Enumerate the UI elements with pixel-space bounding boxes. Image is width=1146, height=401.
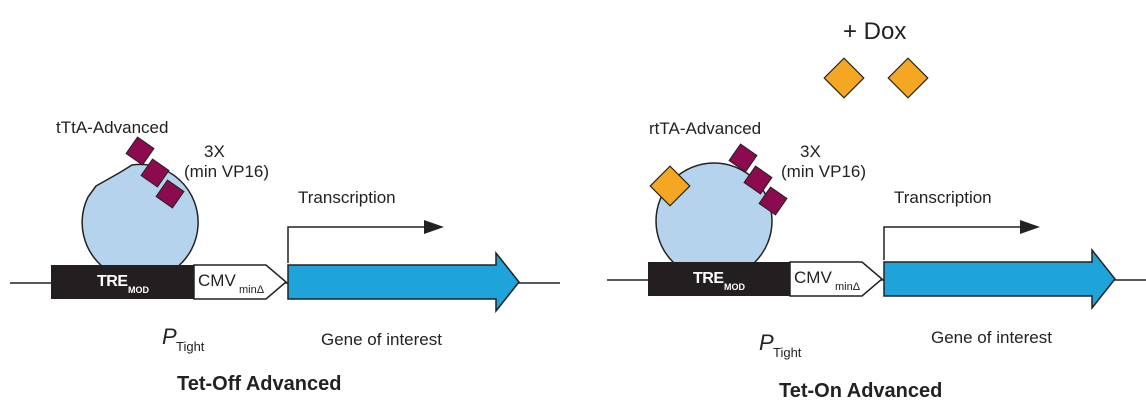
tta-protein: [81, 163, 199, 282]
cmv-label: CMV: [198, 271, 236, 290]
tet-on-panel: + Dox rtTA-Advanced 3X (min VP16) TRE MO…: [607, 18, 1146, 401]
cmv-subscript: minΔ: [835, 281, 861, 293]
vp16-square: [728, 143, 758, 173]
tre-label: TRE: [693, 270, 724, 287]
gene-label: Gene of interest: [931, 328, 1052, 347]
vp16-square: [140, 158, 170, 188]
transcription-label: Transcription: [298, 188, 396, 207]
cmv-subscript: minΔ: [239, 284, 265, 296]
cmv-label: CMV: [794, 268, 832, 287]
tre-mod-box: [648, 262, 790, 296]
transcription-arrowhead: [1020, 220, 1040, 234]
vp16-square: [125, 136, 155, 166]
vp16-domains: [125, 136, 185, 209]
tre-subscript: MOD: [724, 282, 745, 292]
tet-off-panel: tTtA-Advanced 3X (min VP16) TRE MOD CMV …: [10, 118, 560, 395]
promoter-label: P: [162, 324, 177, 349]
transcription-arrow-line: [883, 226, 1021, 260]
vp16-domain-label: (min VP16): [184, 162, 269, 181]
activator-label: rtTA-Advanced: [649, 119, 761, 138]
tre-label: TRE: [97, 273, 128, 290]
panel-title: Tet-On Advanced: [779, 380, 942, 401]
dox-label: + Dox: [843, 18, 906, 45]
vp16-count-label: 3X: [800, 142, 821, 161]
panel-title: Tet-Off Advanced: [177, 373, 341, 395]
tre-mod-box: [51, 265, 194, 299]
vp16-square: [155, 179, 185, 209]
vp16-square: [743, 165, 773, 195]
transcription-arrowhead: [424, 220, 444, 234]
activator-label: tTtA-Advanced: [56, 118, 168, 137]
gene-arrow: [287, 250, 520, 314]
gene-arrow: [883, 247, 1116, 311]
vp16-domain-label: (min VP16): [781, 162, 866, 181]
bound-dox-molecule: [649, 165, 691, 207]
cmv-arrow: [789, 261, 884, 297]
gene-label: Gene of interest: [321, 330, 442, 349]
transcription-arrow-line: [287, 226, 425, 263]
vp16-square: [758, 186, 788, 216]
dox-molecule: [823, 57, 865, 99]
vp16-count-label: 3X: [204, 142, 225, 161]
dox-molecule: [887, 57, 929, 99]
vp16-domains: [728, 143, 788, 216]
cmv-arrow: [193, 264, 288, 300]
tre-subscript: MOD: [128, 285, 149, 295]
promoter-subscript: Tight: [176, 339, 205, 354]
transcription-label: Transcription: [894, 188, 992, 207]
promoter-label: P: [759, 330, 774, 355]
promoter-subscript: Tight: [773, 345, 802, 360]
